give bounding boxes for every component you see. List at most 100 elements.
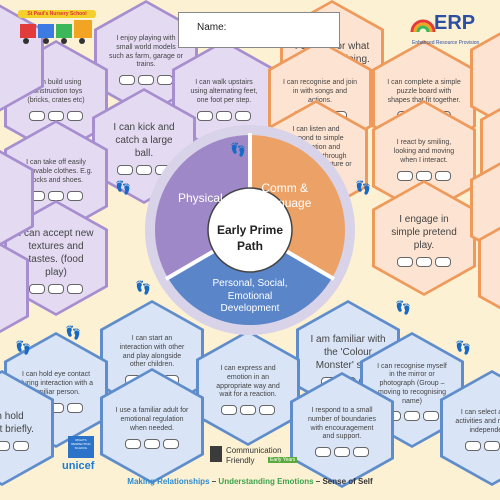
progress-boxes	[197, 110, 251, 121]
progress-boxes	[119, 75, 173, 85]
footer-separator: –	[313, 477, 323, 486]
progress-checkbox[interactable]	[0, 440, 10, 451]
footer-sense-of-self: Sense of Self	[322, 477, 373, 486]
name-box[interactable]: Name:	[178, 12, 340, 48]
progress-checkbox[interactable]	[67, 110, 83, 121]
progress-checkbox[interactable]	[136, 165, 152, 175]
erp-title: ERP	[434, 12, 476, 34]
skill-text: I can hold contact briefly.	[0, 410, 34, 435]
erp-logo: ERP Enhanced Resource Provision	[410, 10, 490, 54]
progress-checkbox[interactable]	[48, 190, 64, 201]
comm-label: Comm & Language	[258, 181, 312, 210]
skill-text: I can select and use activities and reso…	[455, 409, 500, 434]
progress-checkbox[interactable]	[48, 283, 64, 294]
footprint-navy-icon: 👣	[395, 300, 412, 315]
progress-checkbox[interactable]	[221, 405, 237, 415]
progress-checkbox[interactable]	[435, 170, 451, 181]
skill-text: I engage in simple pretend play.	[391, 214, 457, 251]
footer-separator: –	[209, 477, 219, 486]
erp-subtitle: Enhanced Resource Provision	[412, 40, 480, 46]
comm-friendly-line2: Friendly	[226, 456, 255, 465]
progress-checkbox[interactable]	[138, 75, 154, 85]
progress-checkbox[interactable]	[117, 165, 133, 175]
progress-boxes	[397, 257, 451, 267]
progress-checkbox[interactable]	[397, 170, 413, 181]
train-icon	[20, 20, 92, 44]
progress-checkbox[interactable]	[157, 75, 173, 85]
progress-checkbox[interactable]	[48, 110, 64, 121]
progress-checkbox[interactable]	[435, 257, 451, 267]
footer-strands: Making Relationships – Understanding Emo…	[0, 477, 500, 486]
progress-checkbox[interactable]	[216, 110, 232, 121]
skill-text: I can kick and catch a large ball.	[113, 122, 175, 159]
progress-checkbox[interactable]	[67, 283, 83, 294]
progress-checkbox[interactable]	[259, 405, 275, 415]
communication-friendly-logo: Communication Friendly Early Years	[210, 444, 310, 474]
skill-text: I can express and emotion in an appropri…	[216, 365, 280, 399]
progress-boxes	[465, 440, 500, 451]
progress-boxes	[29, 190, 83, 201]
progress-boxes	[0, 440, 29, 451]
comm-friendly-line1: Communication	[226, 446, 282, 455]
progress-checkbox[interactable]	[423, 411, 439, 422]
progress-checkbox[interactable]	[334, 447, 350, 457]
progress-boxes	[315, 447, 369, 457]
rainbow-icon	[410, 19, 436, 32]
skill-text: I use a familiar adult for emotional reg…	[115, 407, 189, 432]
rights-respecting-logo: RIGHTS RESPECTING SCHOOL	[68, 436, 94, 458]
progress-checkbox[interactable]	[240, 405, 256, 415]
footprint-green-icon: 👣	[355, 180, 372, 195]
wheel-center-line1: Early Prime	[216, 223, 284, 237]
footer-making-relationships: Making Relationships	[127, 477, 210, 486]
pse-label: Personal, Social, Emotional Development	[212, 278, 288, 314]
progress-checkbox[interactable]	[125, 438, 141, 449]
progress-checkbox[interactable]	[315, 447, 331, 457]
skill-hex: I use a familiar adult for emotional reg…	[100, 368, 204, 484]
progress-checkbox[interactable]	[397, 257, 413, 267]
footprint-green-icon: 👣	[15, 340, 32, 355]
progress-checkbox[interactable]	[416, 170, 432, 181]
progress-checkbox[interactable]	[404, 411, 420, 422]
skill-text: I can recognise myself in the mirror or …	[377, 362, 447, 405]
skill-text: I react by smiling, looking and moving w…	[393, 139, 455, 164]
edge-hex	[478, 210, 500, 326]
skill-hex-inner: I use a familiar adult for emotional reg…	[103, 371, 201, 481]
skill-text: I respond to a small number of boundarie…	[307, 407, 377, 441]
skill-hex: I can express and emotion in an appropri…	[196, 330, 300, 446]
footprint-green-icon: 👣	[455, 340, 472, 355]
skill-hex-inner: I react by smiling, looking and moving w…	[375, 103, 473, 213]
physical-label: Physical	[178, 191, 223, 205]
pse-sector	[168, 230, 332, 326]
progress-boxes	[125, 438, 179, 449]
progress-checkbox[interactable]	[67, 190, 83, 201]
footer-understanding-emotions: Understanding Emotions	[218, 477, 314, 486]
progress-checkbox[interactable]	[416, 257, 432, 267]
skill-hex-inner: I can express and emotion in an appropri…	[199, 333, 297, 443]
skill-text: I can hold eye contact during interactio…	[19, 371, 93, 396]
progress-checkbox[interactable]	[119, 75, 135, 85]
progress-checkbox[interactable]	[67, 402, 83, 413]
progress-boxes	[29, 283, 83, 294]
progress-checkbox[interactable]	[163, 438, 179, 449]
school-logo-banner: St Paul's Nursery School	[18, 10, 96, 18]
school-logo: St Paul's Nursery School	[18, 10, 96, 50]
progress-checkbox[interactable]	[29, 283, 45, 294]
progress-checkbox[interactable]	[235, 110, 251, 121]
progress-checkbox[interactable]	[465, 440, 481, 451]
footprint-yellow-icon: 👣	[135, 280, 152, 295]
skill-hex: I engage in simple pretend play.	[372, 180, 476, 296]
name-label: Name:	[197, 22, 227, 33]
progress-checkbox[interactable]	[144, 438, 160, 449]
rights-respecting-text: RIGHTS RESPECTING SCHOOL	[71, 438, 91, 450]
progress-checkbox[interactable]	[484, 440, 500, 451]
progress-boxes	[397, 170, 451, 181]
unicef-logo: unicef	[62, 460, 95, 472]
skill-text: I can walk upstairs using alternating fe…	[190, 79, 258, 104]
progress-checkbox[interactable]	[29, 110, 45, 121]
progress-checkbox[interactable]	[197, 110, 213, 121]
progress-checkbox[interactable]	[353, 447, 369, 457]
progress-checkbox[interactable]	[13, 440, 29, 451]
prime-path-wheel	[145, 125, 355, 335]
comm-friendly-badge: Early Years	[268, 457, 298, 463]
